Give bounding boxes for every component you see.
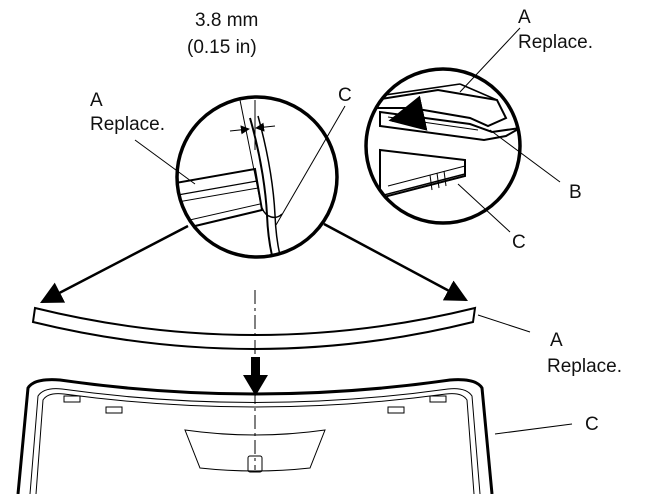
molding-action: Replace. — [547, 356, 622, 377]
windshield-glass — [16, 378, 494, 494]
down-arrow-icon — [243, 357, 268, 396]
glass-panel-right — [379, 148, 466, 200]
right-c-label: C — [512, 232, 526, 253]
glass-c-label: C — [585, 414, 599, 435]
right-detail-letter: A — [518, 7, 531, 28]
right-b-label: B — [569, 182, 582, 203]
right-detail-view — [364, 67, 522, 225]
detail-arrow-left — [40, 224, 189, 304]
left-detail-view — [175, 95, 339, 259]
left-detail-action: Replace. — [90, 114, 165, 135]
center-c-label: C — [338, 85, 352, 106]
dimension-mm-label: 3.8 mm — [195, 10, 258, 31]
push-direction-arrow — [388, 95, 428, 131]
left-detail-letter: A — [90, 90, 103, 111]
molding-section-left — [177, 167, 264, 234]
detail-arrow-right — [323, 222, 468, 302]
molding-strip — [31, 306, 477, 350]
right-detail-action: Replace. — [518, 32, 593, 53]
dimension-in-label: (0.15 in) — [187, 37, 257, 58]
leader-lines — [134, 27, 573, 435]
molding-letter: A — [550, 330, 563, 351]
